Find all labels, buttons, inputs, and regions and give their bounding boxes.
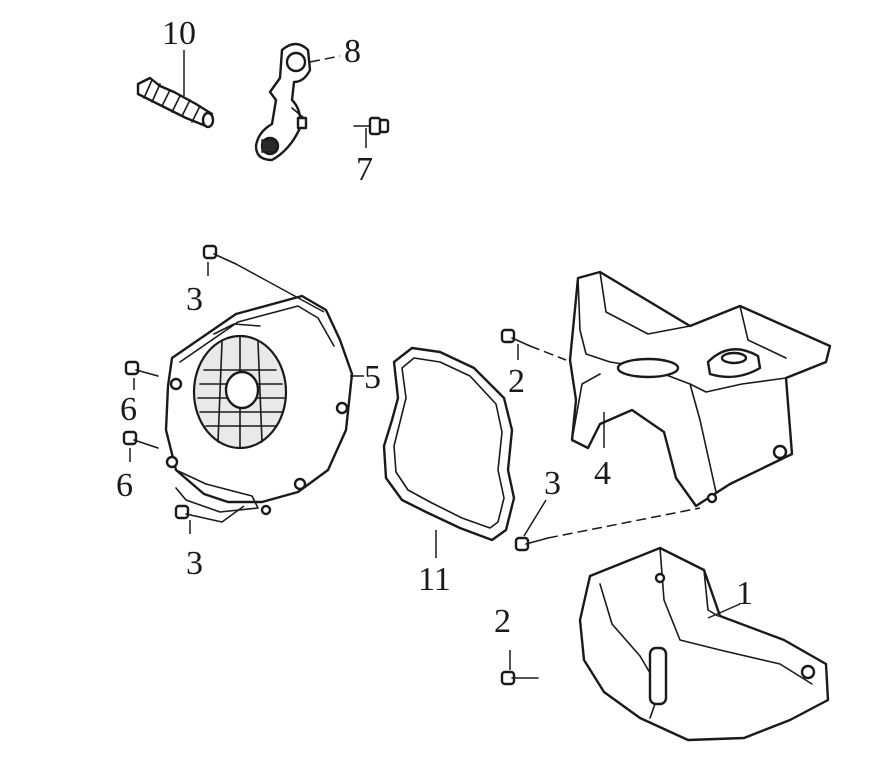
callout-7: 7 — [356, 151, 373, 188]
callout-3-bottom: 3 — [186, 545, 203, 582]
part-7-screw — [353, 116, 390, 136]
screw-2-upper — [500, 328, 531, 347]
part-1-lower-shroud — [578, 546, 830, 742]
screw-6-lower — [122, 430, 159, 449]
callout-4: 4 — [594, 455, 611, 492]
callout-11: 11 — [418, 561, 451, 598]
part-5-fan-cover — [164, 294, 354, 516]
alignment-line-3-bottom — [221, 505, 245, 523]
leader-8 — [309, 55, 341, 63]
callout-5: 5 — [364, 359, 381, 396]
alignment-line-2-upper — [529, 345, 567, 361]
part-4-upper-shroud — [568, 270, 832, 508]
callout-2-upper: 2 — [508, 363, 525, 400]
part-10-sensor — [136, 76, 215, 129]
screw-3-top — [202, 244, 237, 265]
alignment-line-3-right — [547, 507, 701, 539]
callout-10: 10 — [162, 15, 196, 52]
callout-6-lower: 6 — [116, 467, 133, 504]
callout-1: 1 — [736, 575, 753, 612]
part-11-gasket — [382, 346, 516, 542]
part-8-bracket — [254, 42, 312, 162]
callout-3-top: 3 — [186, 281, 203, 318]
callout-3-right: 3 — [544, 465, 561, 502]
callout-6-upper: 6 — [120, 391, 137, 428]
screw-2-lower — [500, 670, 539, 686]
leader-1 — [707, 603, 741, 619]
callout-8: 8 — [344, 33, 361, 70]
screw-3-right — [514, 536, 549, 552]
alignment-line-3-top — [235, 263, 325, 313]
leader-3-right — [523, 499, 547, 537]
screw-3-bottom — [174, 504, 223, 523]
screw-6-upper — [124, 360, 159, 377]
callout-2-lower: 2 — [494, 603, 511, 640]
